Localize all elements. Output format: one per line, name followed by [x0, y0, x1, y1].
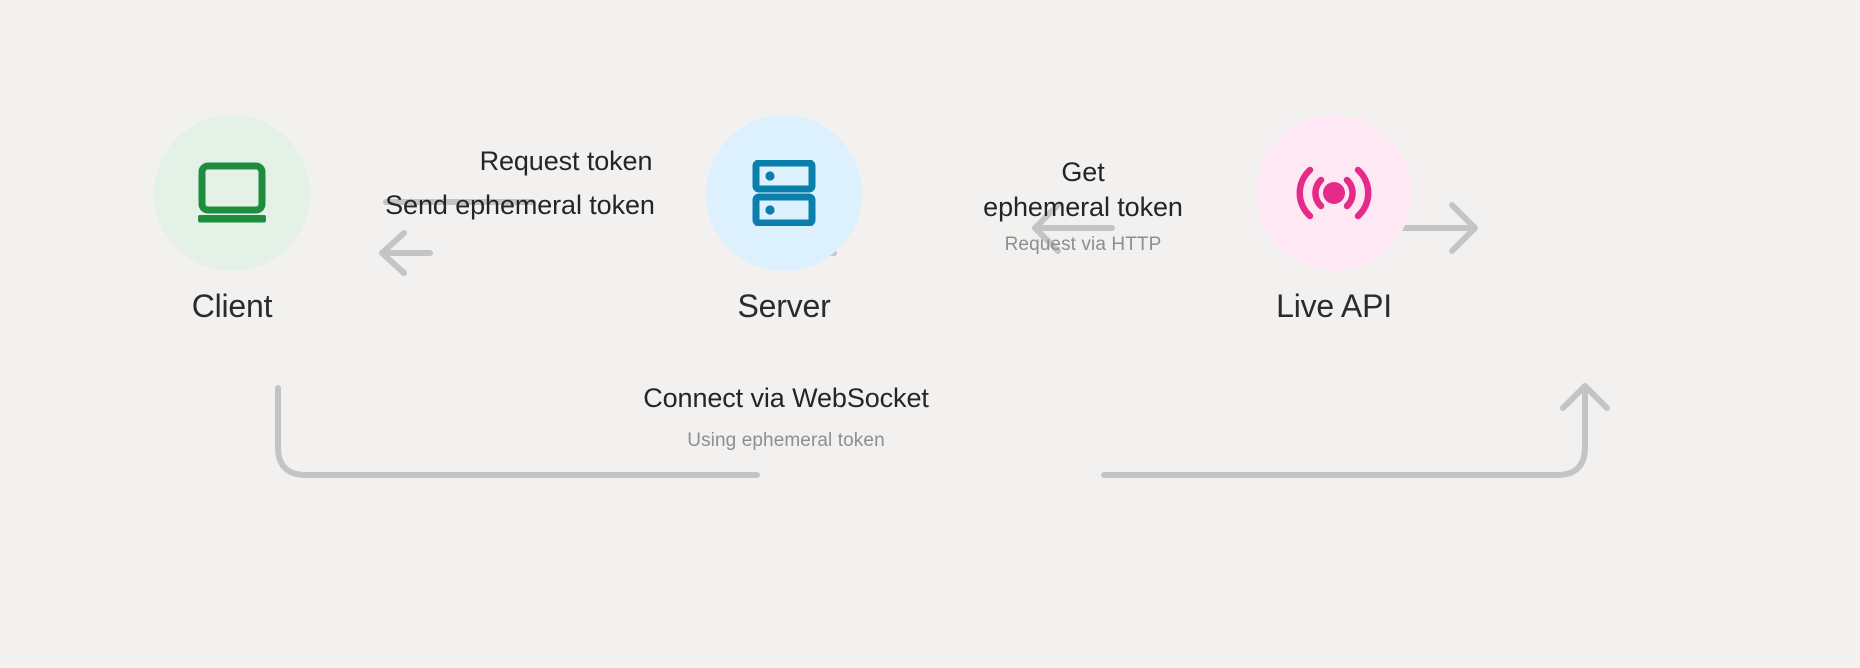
edge-label-connect-websocket-text: Connect via WebSocket	[643, 383, 929, 413]
node-server-circle	[706, 115, 862, 271]
edge-sublabel-using-ephemeral-token: Using ephemeral token	[687, 429, 885, 451]
node-live-api[interactable]: Live API	[1254, 115, 1414, 324]
laptop-icon	[198, 162, 266, 223]
edge-path-websocket-right	[1101, 385, 1588, 478]
node-live-api-circle	[1256, 115, 1412, 271]
edge-label-get-ephemeral-token-line1: Get	[1061, 157, 1105, 187]
edge-label-request-token-text: Request token	[479, 146, 653, 176]
server-rack-icon	[752, 160, 816, 226]
node-client[interactable]: Client	[152, 115, 312, 324]
edge-label-send-ephemeral-token-text: Send ephemeral token	[385, 190, 655, 220]
edge-label-connect-websocket: Connect via WebSocket Using ephemeral to…	[600, 381, 972, 452]
node-live-api-label: Live API	[1276, 288, 1392, 324]
edge-arrowhead-send-token	[379, 230, 407, 276]
node-client-circle	[154, 115, 310, 271]
edge-arrowhead-websocket	[1560, 383, 1610, 411]
node-server[interactable]: Server	[704, 115, 864, 324]
edge-label-request-token: Request token	[466, 144, 666, 179]
broadcast-signal-icon	[1296, 166, 1372, 220]
node-client-label: Client	[191, 288, 273, 324]
edge-label-get-ephemeral-token: Get ephemeral token Request via HTTP	[963, 155, 1203, 257]
node-server-label: Server	[737, 288, 831, 324]
edge-label-get-ephemeral-token-line2: ephemeral token	[983, 191, 1183, 222]
edge-arrowhead-get-token-outbound	[1449, 202, 1478, 254]
edge-sublabel-request-via-http: Request via HTTP	[1004, 234, 1162, 256]
edge-label-send-ephemeral-token: Send ephemeral token	[374, 188, 666, 223]
